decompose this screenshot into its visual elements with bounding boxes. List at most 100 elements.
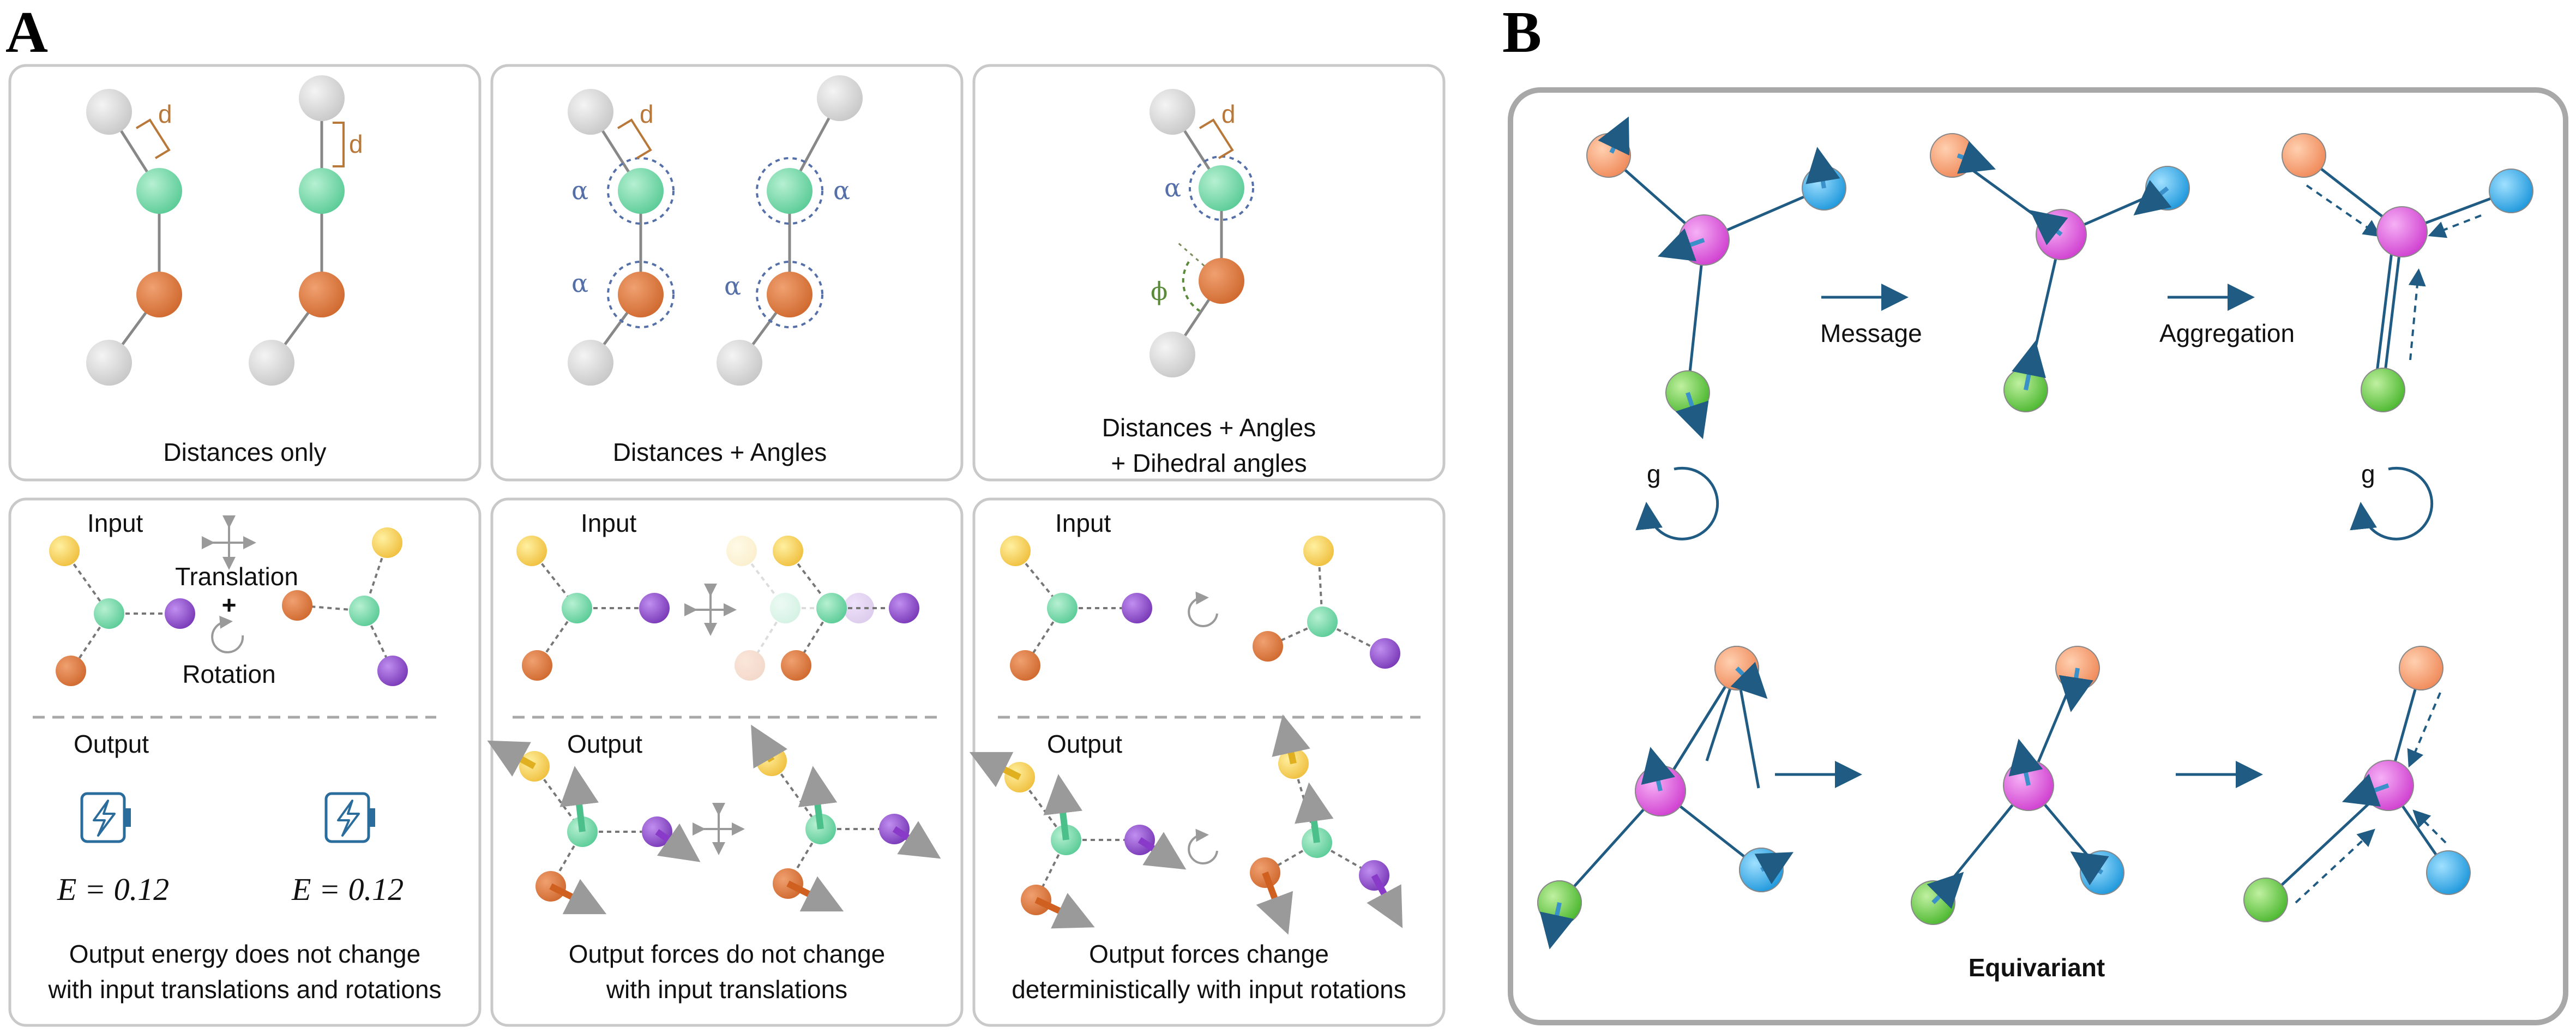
caption-distances-angles: Distances + Angles [613,438,827,466]
atom-orange [618,272,664,317]
atom-gray [1149,332,1195,377]
atom-gray [568,89,613,135]
aggregation-dashes [2295,692,2447,904]
angle-arc [607,157,675,225]
force-arrow [1256,871,1293,935]
rotate-icon [211,615,244,653]
forces-translation-panel: Input Output [487,509,941,1004]
distance-bracket [333,122,345,167]
energy-value-right: E = 0.12 [291,872,404,907]
phi-label: ϕ [1151,277,1167,306]
box-energy [8,497,482,1027]
atom-orange [56,656,86,686]
rotation-g-left: g [1635,460,1719,540]
atom-purple [639,593,670,623]
caption-forces-rotation-line2: deterministically with input rotations [1012,975,1406,1004]
alpha-label: α [724,271,741,301]
force-arrow [1272,714,1310,765]
atom-purple [889,593,919,623]
atom-yellow [49,536,80,566]
molecule-angles-2: α α [717,75,863,386]
molecule-distances-1: d [86,89,182,386]
alpha-label: α [571,176,588,205]
atom-purple [1370,638,1400,669]
atom-yellow [1303,536,1334,566]
force-arrow [487,740,536,777]
aggregation-dashes [2306,184,2482,361]
node-sky [2489,169,2533,213]
node-lime [2361,368,2405,412]
distance-label: d [640,100,654,128]
force-arrow [549,879,607,915]
atom-gray [817,75,863,121]
force-arrow [1034,893,1095,929]
atom-orange [136,272,182,317]
dihedral-arc [1182,261,1201,312]
caption-forces-translation-line2: with input translations [606,975,847,1004]
distance-bracket [1199,118,1234,159]
distance-label: d [349,130,363,158]
translation-label: Translation [175,562,298,591]
input-label: Input [1055,509,1111,537]
atom-yellow [516,536,547,566]
vector-arrows [1927,668,2109,909]
molecule-angles-1: d α α [568,89,675,386]
output-label: Output [74,730,149,758]
force-arrow [1295,782,1334,843]
move-icon [202,515,256,570]
atom-green [1047,593,1078,623]
input-label: Input [581,509,637,537]
forces-rotation-panel: Input Output [969,509,1421,1004]
atom-green [816,593,847,623]
atom-green [1199,165,1244,211]
message-label: Message [1820,319,1922,347]
caption-energy-line2: with input translations and rotations [47,975,441,1004]
distance-label: d [158,100,172,128]
atom-orange [1253,631,1283,662]
node-peach [2282,133,2326,178]
atom-gray [717,340,762,386]
panel-b-box [1508,87,2568,1025]
rotation-label: Rotation [182,660,275,688]
force-arrow [969,752,1021,788]
node-peach [1930,133,1975,178]
node-sky [2426,850,2471,895]
panel-a-letter: A [5,0,48,65]
caption-energy-line1: Output energy does not change [69,940,420,968]
atom-gray [249,340,294,386]
atom-purple [1122,593,1152,623]
battery-icon [80,792,131,843]
input-label: Input [87,509,143,537]
vector-arrows [1539,662,1793,950]
angle-arc [607,261,675,328]
vector-arrows [2342,773,2390,807]
energy-value-left: E = 0.12 [57,872,169,907]
output-label: Output [1047,730,1122,758]
battery-icon [324,792,375,843]
energy-panel: Input Translation + Rotation Output [33,509,442,1004]
force-arrow [786,876,844,912]
caption-dihedral-line2: + Dihedral angles [1111,449,1307,477]
alpha-label: α [833,176,850,205]
atom-orange [1199,258,1244,304]
distance-bracket [617,118,652,159]
node-peach [1586,133,1631,178]
box-distances-angles [490,64,964,482]
caption-forces-translation-line1: Output forces do not change [569,940,886,968]
g-label: g [2361,460,2375,488]
molecule-distances-2: d [249,75,363,386]
node-peach [2399,646,2443,690]
node-magenta [2376,206,2428,257]
force-arrow [798,766,838,830]
output-label: Output [567,730,642,758]
distance-bracket [135,118,171,159]
atom-orange [299,272,345,317]
node-lime [2243,878,2288,922]
force-arrow [1137,832,1187,870]
force-arrow [1043,774,1082,840]
rotate-icon [1188,591,1218,627]
atom-yellow [1000,536,1031,566]
equivariant-label: Equivariant [1969,953,2105,982]
move-icon [684,584,737,636]
